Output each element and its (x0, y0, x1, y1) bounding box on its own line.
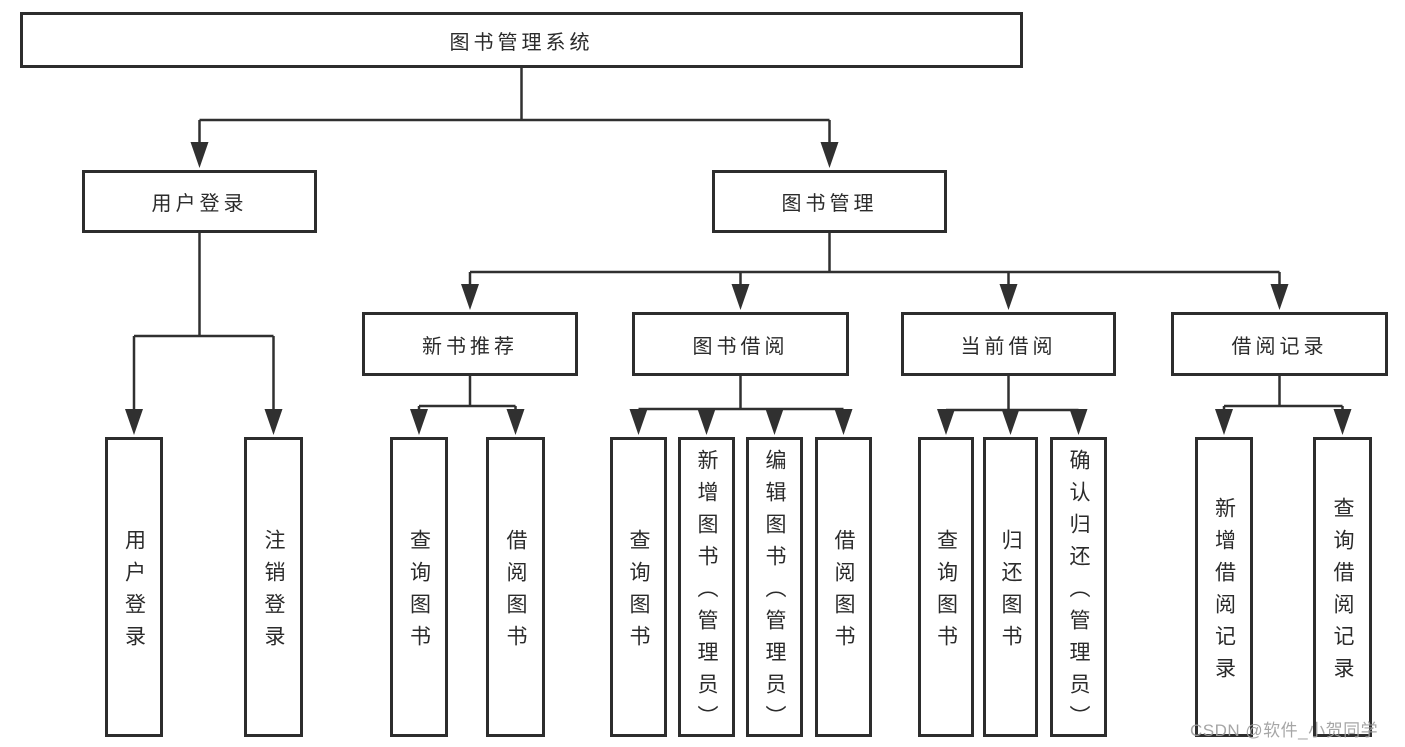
node-current-borrowing: 当前借阅 (901, 312, 1116, 376)
node-label: 新增图书（管理员） (695, 448, 718, 737)
node-label: 图书管理系统 (449, 31, 594, 54)
node-label: 查询图书 (407, 528, 431, 657)
node-borrowing-records: 借阅记录 (1171, 312, 1388, 376)
node-label: 当前借阅 (960, 335, 1057, 358)
node-book-management: 图书管理 (712, 170, 947, 233)
leaf-edit-books-admin: 编辑图书（管理员） (746, 437, 803, 737)
node-book-borrowing: 图书借阅 (632, 312, 849, 376)
node-label: 借阅图书 (832, 528, 855, 657)
node-label: 借阅图书 (504, 528, 527, 657)
node-label: 新书推荐 (422, 335, 518, 358)
leaf-borrow-books: 借阅图书 (815, 437, 872, 737)
node-label: 查询借阅记录 (1331, 496, 1354, 689)
node-label: 编辑图书（管理员） (763, 448, 786, 737)
node-library-management-system: 图书管理系统 (20, 12, 1023, 68)
node-label: 图书管理 (781, 193, 878, 215)
node-label: 注销登录 (262, 528, 285, 657)
leaf-query-borrow-record: 查询借阅记录 (1313, 437, 1372, 737)
leaf-confirm-return-admin: 确认归还（管理员） (1050, 437, 1107, 737)
leaf-recommend-borrow-books: 借阅图书 (486, 437, 545, 737)
leaf-logout: 注销登录 (244, 437, 303, 737)
node-label: 查询图书 (934, 528, 958, 657)
leaf-current-query-books: 查询图书 (918, 437, 974, 737)
leaf-add-books-admin: 新增图书（管理员） (678, 437, 735, 737)
node-label: 新增借阅记录 (1212, 496, 1236, 689)
node-label: 用户登录 (122, 528, 146, 657)
node-user-login: 用户登录 (82, 170, 317, 233)
node-label: 查询图书 (627, 528, 650, 657)
node-label: 归还图书 (999, 528, 1022, 657)
leaf-recommend-query-books: 查询图书 (390, 437, 448, 737)
leaf-borrow-query-books: 查询图书 (610, 437, 667, 737)
node-label: 用户登录 (151, 193, 248, 215)
node-label: 借阅记录 (1231, 335, 1328, 358)
node-label: 确认归还（管理员） (1067, 448, 1090, 737)
leaf-add-borrow-record: 新增借阅记录 (1195, 437, 1253, 737)
csdn-watermark: CSDN @软件_小贺同学 (1190, 721, 1379, 740)
node-new-book-recommendation: 新书推荐 (362, 312, 578, 376)
leaf-user-login: 用户登录 (105, 437, 163, 737)
node-label: 图书借阅 (692, 335, 789, 358)
leaf-return-books: 归还图书 (983, 437, 1038, 737)
